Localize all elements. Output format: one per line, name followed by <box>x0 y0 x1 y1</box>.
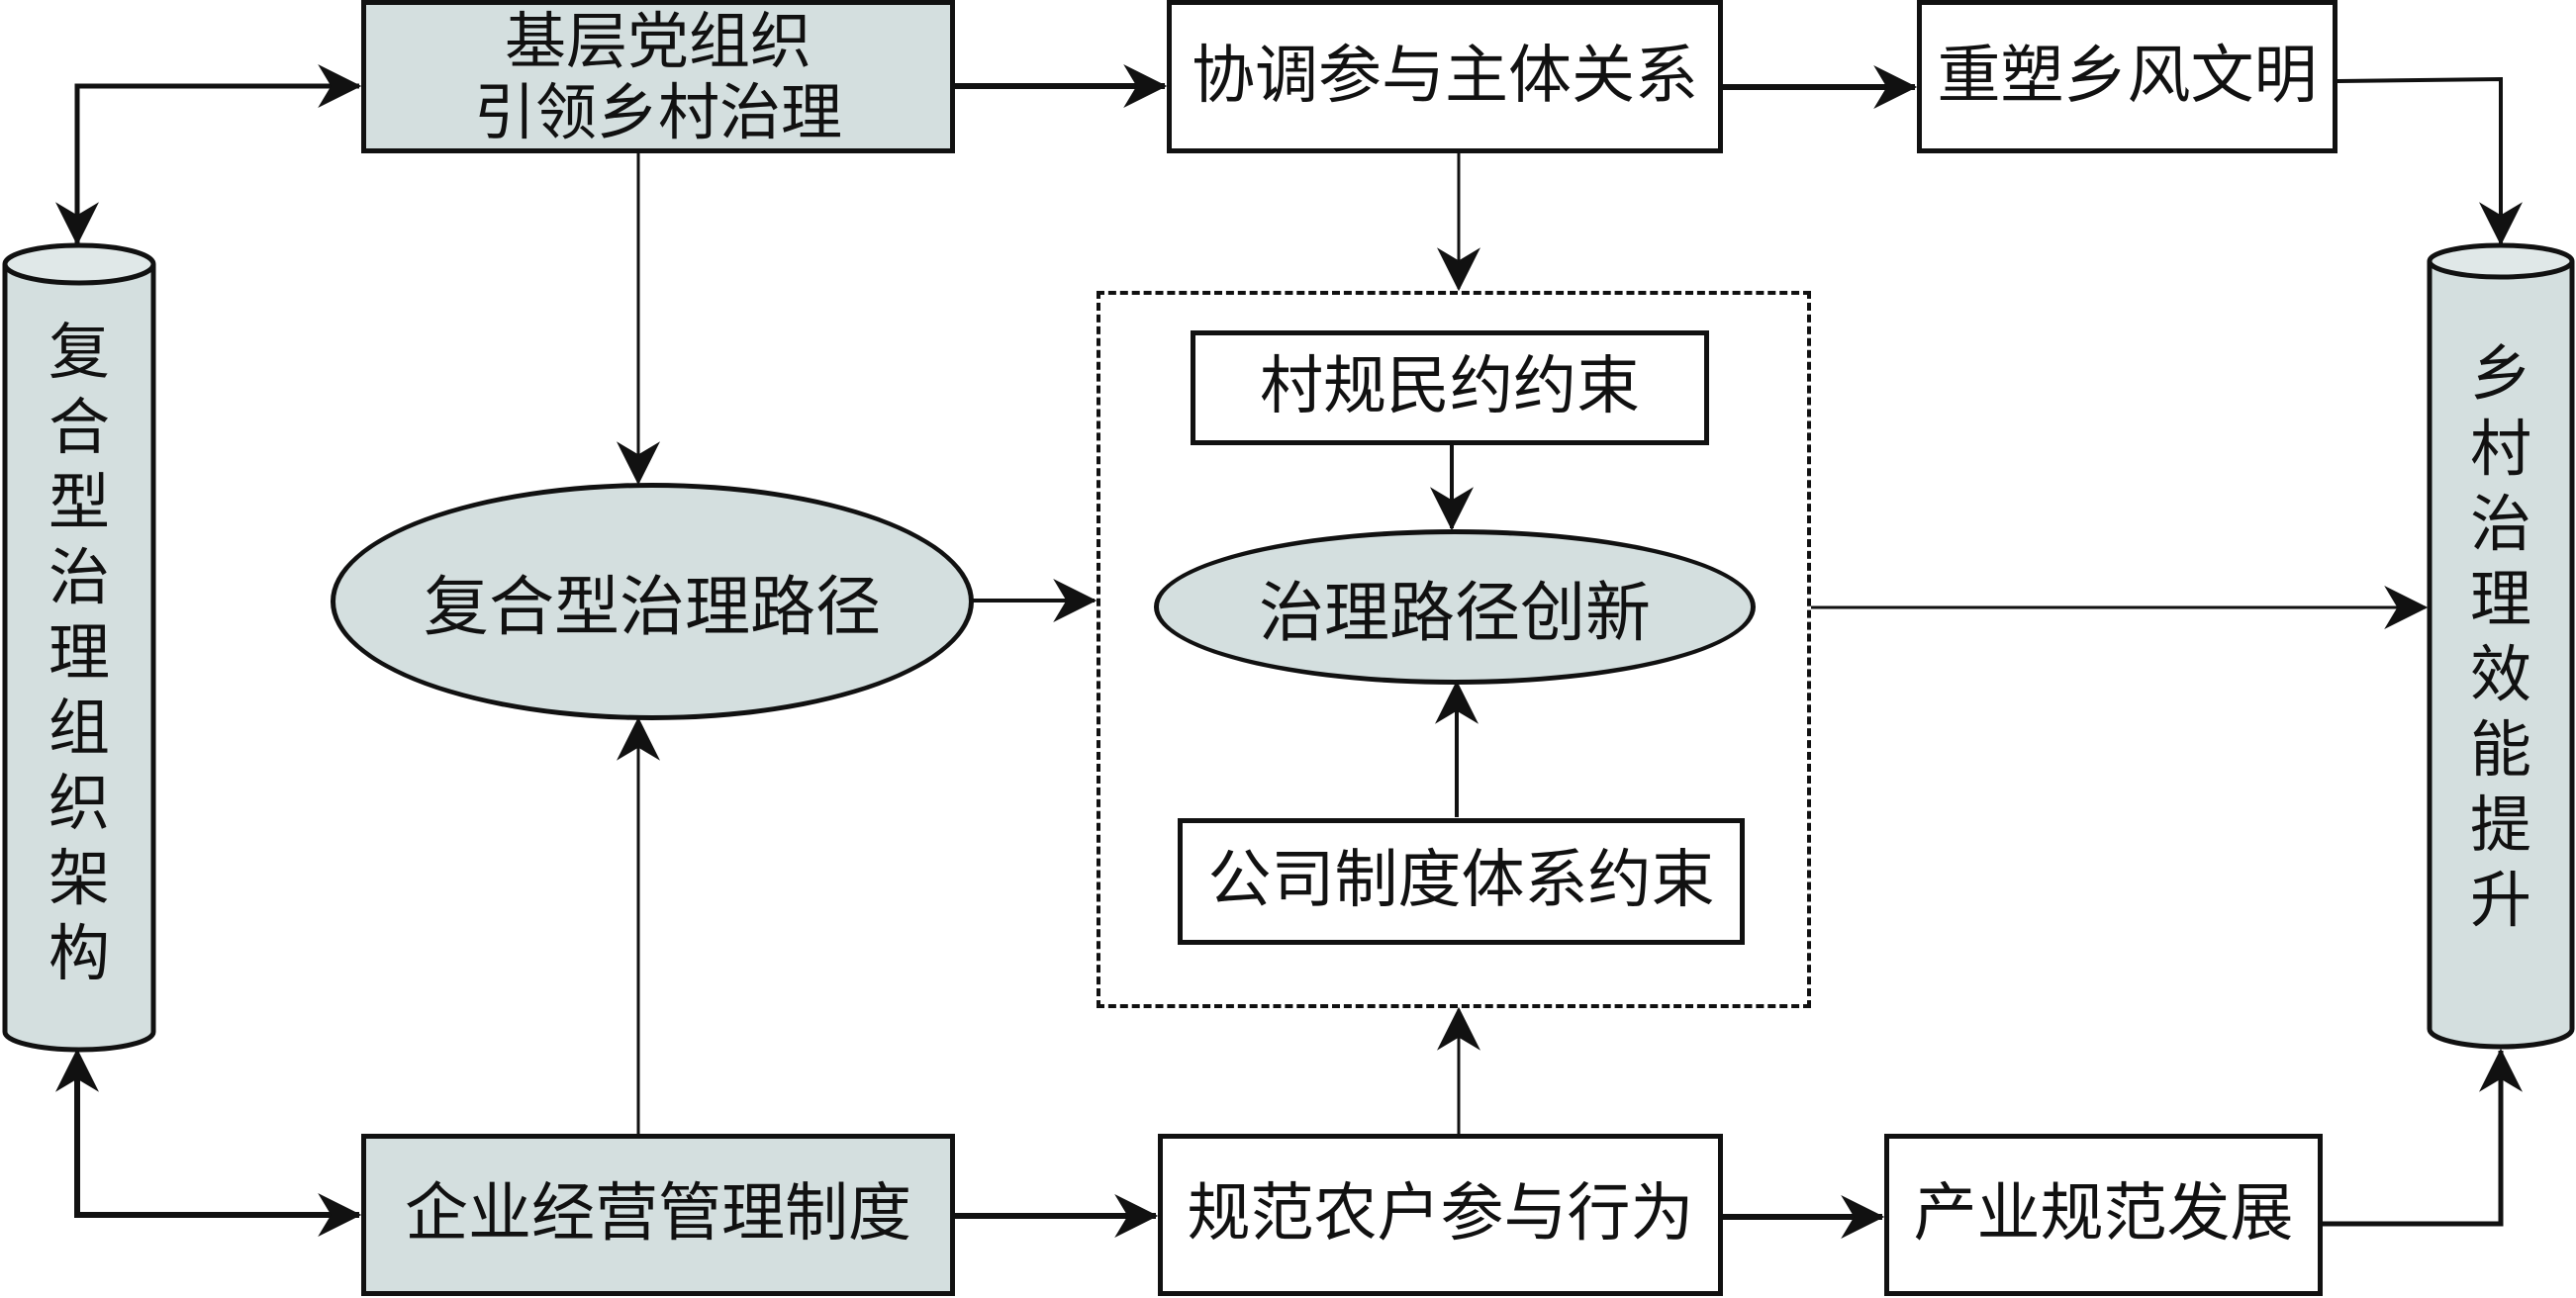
right-cylinder <box>2427 242 2575 1050</box>
node-reshape-label: 重塑乡风文明 <box>1937 39 2318 113</box>
cyl-char: 复 <box>48 316 110 388</box>
cyl-char: 效 <box>2469 638 2531 710</box>
cyl-char: 型 <box>48 466 110 538</box>
node-farmer-behavior-label: 规范农户参与行为 <box>1187 1177 1694 1252</box>
cyl-char: 治 <box>2469 488 2531 560</box>
edge-reshape-rightcyl <box>2337 76 2523 246</box>
node-party-org: 基层党组织 引领乡村治理 <box>361 0 955 153</box>
node-composite-path-label: 复合型治理路径 <box>424 569 881 645</box>
node-composite-path: 复合型治理路径 <box>331 483 974 720</box>
cyl-char: 架 <box>48 842 110 914</box>
innovation-group-frame <box>1097 291 1811 1008</box>
left-cylinder-label: 复 合 型 治 理 组 织 架 构 <box>40 315 119 991</box>
node-industry: 产业规范发展 <box>1884 1134 2323 1296</box>
cyl-char: 乡 <box>2469 337 2531 410</box>
node-party-org-line2: 引领乡村治理 <box>473 75 842 148</box>
node-innovation: 治理路径创新 <box>1154 529 1756 685</box>
node-enterprise: 企业经营管理制度 <box>361 1134 955 1296</box>
node-village-rules-label: 村规民约约束 <box>1260 350 1640 424</box>
node-innovation-label: 治理路径创新 <box>1259 574 1651 651</box>
node-company-rules-label: 公司制度体系约束 <box>1207 844 1715 918</box>
right-cylinder-label: 乡 村 治 理 效 能 提 升 <box>2461 336 2540 938</box>
left-cylinder <box>2 242 156 1053</box>
cyl-char: 织 <box>48 767 110 839</box>
node-village-rules: 村规民约约束 <box>1191 330 1709 445</box>
cyl-char: 能 <box>2469 713 2531 786</box>
cyl-char: 理 <box>48 616 110 689</box>
node-coordinate: 协调参与主体关系 <box>1167 0 1723 153</box>
node-company-rules: 公司制度体系约束 <box>1178 818 1745 945</box>
edge-leftcyl-enterprise <box>74 1059 362 1237</box>
node-industry-label: 产业规范发展 <box>1913 1177 2294 1252</box>
node-reshape: 重塑乡风文明 <box>1917 0 2337 153</box>
edge-industry-rightcyl <box>2322 1048 2523 1227</box>
cyl-char: 合 <box>48 391 110 463</box>
cyl-char: 组 <box>48 692 110 764</box>
cyl-char: 理 <box>2469 563 2531 635</box>
cyl-char: 构 <box>48 917 110 989</box>
node-farmer-behavior: 规范农户参与行为 <box>1158 1134 1723 1296</box>
cyl-char: 治 <box>48 541 110 613</box>
node-enterprise-label: 企业经营管理制度 <box>405 1177 911 1252</box>
cyl-char: 提 <box>2469 788 2531 861</box>
edge-leftcyl-partyorg <box>74 64 362 245</box>
cyl-char: 升 <box>2469 864 2531 936</box>
node-coordinate-label: 协调参与主体关系 <box>1192 39 1698 113</box>
node-party-org-line1: 基层党组织 <box>504 4 811 77</box>
cyl-char: 村 <box>2469 413 2531 485</box>
